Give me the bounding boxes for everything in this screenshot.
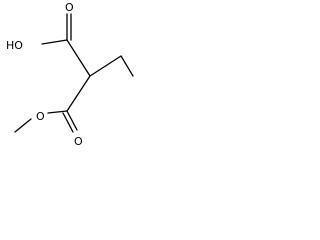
bond-alpha-carbon-to-methylene [89, 55, 122, 77]
structural-formula-diagram: HO O O O [6, 1, 134, 148]
bond-acid-carbon-to-hydroxyl [41, 39, 68, 45]
ester-oxygen-label: O [36, 110, 45, 123]
carbonyl-oxygen-bottom-label: O [74, 135, 83, 148]
hydroxyl-label: HO [6, 39, 23, 52]
bond-alpha-carbon-to-ester-carbon [66, 75, 91, 112]
bond-methylene-to-methyl [120, 55, 134, 77]
carbonyl-oxygen-top-label: O [65, 1, 74, 14]
bond-acid-carbon-to-alpha-carbon [66, 39, 91, 77]
bond-ether-oxygen-to-methyl [14, 118, 32, 133]
bond-ester-carbonyl-double-b [62, 112, 74, 133]
bond-ester-carbonyl-double-a [66, 110, 78, 131]
bond-ester-carbon-to-ether-oxygen [47, 110, 68, 114]
